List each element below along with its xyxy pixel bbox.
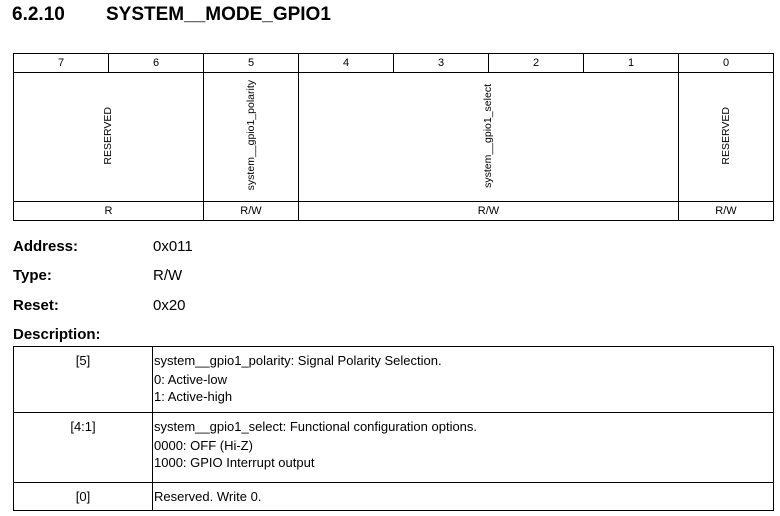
description-table: [5] system__gpio1_polarity: Signal Polar… bbox=[13, 346, 774, 511]
bit-number: 2 bbox=[488, 53, 584, 73]
field-name: system__gpio1_polarity bbox=[244, 80, 257, 191]
description-line: 1000: GPIO Interrupt output bbox=[154, 455, 315, 470]
access-type: R/W bbox=[678, 201, 774, 221]
description-bits: [0] bbox=[13, 482, 153, 511]
bit-layout-table: 7 6 5 4 3 2 1 0 RESERVED system__gpio1_p… bbox=[13, 53, 774, 221]
section-title: 6.2.10 SYSTEM__MODE_GPIO1 bbox=[12, 4, 331, 26]
description-label: Description: bbox=[13, 326, 101, 343]
field-reserved-high: RESERVED bbox=[13, 72, 204, 202]
bit-number-row: 7 6 5 4 3 2 1 0 bbox=[13, 53, 774, 73]
field-name-row: RESERVED system__gpio1_polarity system__… bbox=[13, 72, 774, 202]
type-label: Type: bbox=[13, 267, 52, 284]
access-type: R/W bbox=[298, 201, 679, 221]
bit-number: 7 bbox=[13, 53, 109, 73]
description-line: 1: Active-high bbox=[154, 389, 233, 404]
bit-number: 6 bbox=[108, 53, 204, 73]
description-line: system__gpio1_polarity: Signal Polarity … bbox=[154, 353, 442, 368]
bit-number: 5 bbox=[203, 53, 299, 73]
field-gpio1-select: system__gpio1_select bbox=[298, 72, 679, 202]
bit-number: 0 bbox=[678, 53, 774, 73]
address-value: 0x011 bbox=[153, 238, 193, 255]
reset-value: 0x20 bbox=[153, 297, 186, 314]
access-row: R R/W R/W R/W bbox=[13, 201, 774, 221]
bit-number: 4 bbox=[298, 53, 394, 73]
description-bits: [5] bbox=[13, 346, 153, 413]
address-label: Address: bbox=[13, 238, 79, 255]
field-reserved-low: RESERVED bbox=[678, 72, 774, 202]
access-type: R bbox=[13, 201, 204, 221]
section-number: 6.2.10 bbox=[12, 4, 65, 25]
description-row: [5] system__gpio1_polarity: Signal Polar… bbox=[13, 346, 774, 413]
type-value: R/W bbox=[153, 267, 183, 284]
description-text: Reserved. Write 0. bbox=[152, 482, 774, 511]
description-line: Reserved. Write 0. bbox=[154, 489, 262, 504]
reset-label: Reset: bbox=[13, 297, 59, 314]
field-gpio1-polarity: system__gpio1_polarity bbox=[203, 72, 299, 202]
description-line: 0: Active-low bbox=[154, 372, 227, 387]
description-text: system__gpio1_select: Functional configu… bbox=[152, 412, 774, 483]
description-line: 0000: OFF (Hi-Z) bbox=[154, 438, 253, 453]
field-name: RESERVED bbox=[719, 106, 732, 165]
description-text: system__gpio1_polarity: Signal Polarity … bbox=[152, 346, 774, 413]
description-line: system__gpio1_select: Functional configu… bbox=[154, 419, 478, 434]
description-row: [4:1] system__gpio1_select: Functional c… bbox=[13, 412, 774, 483]
register-name: SYSTEM__MODE_GPIO1 bbox=[106, 4, 331, 25]
access-type: R/W bbox=[203, 201, 299, 221]
bit-number: 1 bbox=[583, 53, 679, 73]
description-bits: [4:1] bbox=[13, 412, 153, 483]
bit-number: 3 bbox=[393, 53, 489, 73]
field-name: RESERVED bbox=[102, 106, 115, 165]
description-row: [0] Reserved. Write 0. bbox=[13, 482, 774, 511]
field-name: system__gpio1_select bbox=[482, 83, 495, 188]
